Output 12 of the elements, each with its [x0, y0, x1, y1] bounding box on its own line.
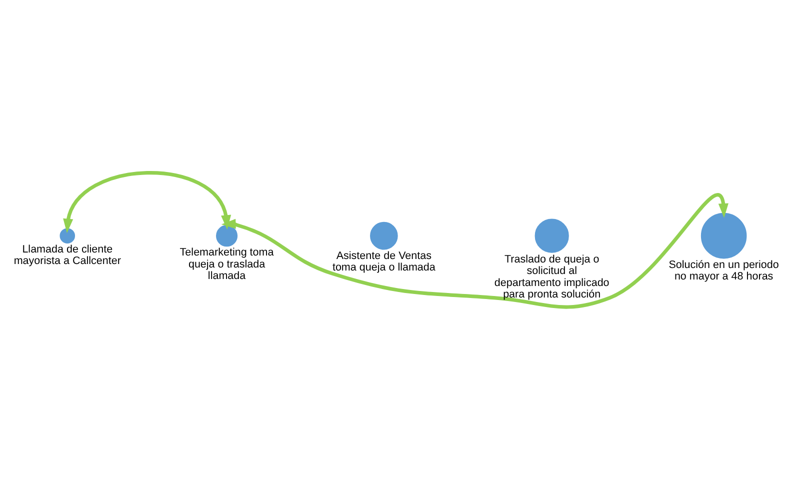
arrow — [63, 171, 232, 234]
node-circle — [216, 225, 238, 247]
arrow — [221, 194, 728, 309]
node-circle — [534, 218, 569, 253]
node-circle — [60, 228, 76, 244]
node-label: Asistente de Ventas toma queja o llamada — [332, 250, 436, 274]
node-label: Solución en un periodo no mayor a 48 horas — [668, 258, 779, 282]
node-circle — [370, 222, 398, 250]
node-label: Telemarketing toma queja o traslada llamada — [180, 246, 274, 282]
node-label: Llamada de cliente mayorista a Callcenter — [14, 244, 121, 268]
node-circle — [700, 212, 747, 259]
node-label: Traslado de queja o solicitud al departamento implicado para pronta solución — [494, 253, 610, 300]
